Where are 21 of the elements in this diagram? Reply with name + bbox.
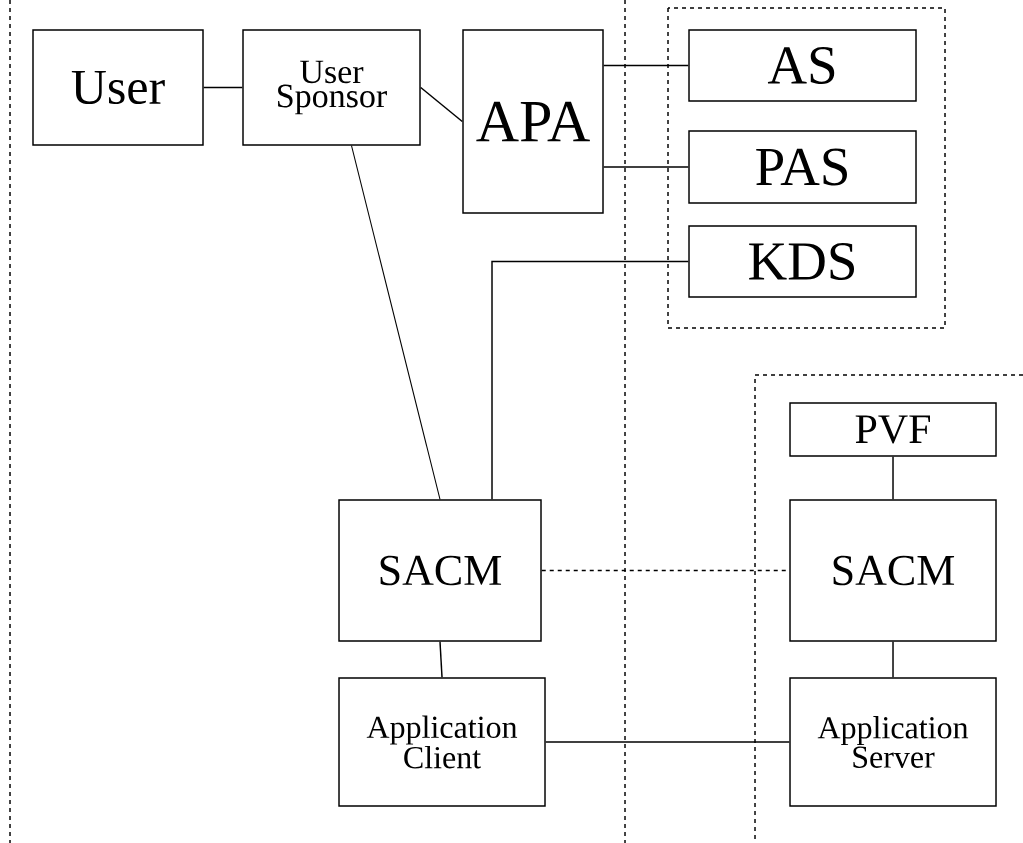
process-box: PVF — [789, 402, 997, 457]
process-box: SACM — [789, 499, 997, 642]
process-box: User — [32, 29, 204, 146]
process-box: Application Server — [789, 677, 997, 807]
process-box: PAS — [688, 130, 917, 204]
connector-line — [892, 456, 894, 500]
process-box: AS — [688, 29, 917, 102]
process-box: APA — [462, 29, 604, 214]
connector-line — [603, 166, 689, 168]
process-box: KDS — [688, 225, 917, 298]
connector-line — [420, 86, 463, 123]
connector-line — [491, 260, 689, 500]
connector-line — [892, 641, 894, 678]
connector-line — [350, 145, 441, 500]
connector-line — [603, 64, 689, 67]
process-box: User Sponsor — [242, 29, 421, 146]
process-box: Application Client — [338, 677, 546, 807]
process-box: SACM — [338, 499, 542, 642]
connector-line — [439, 641, 443, 678]
connector-line — [545, 741, 790, 743]
connector-line — [203, 86, 243, 89]
